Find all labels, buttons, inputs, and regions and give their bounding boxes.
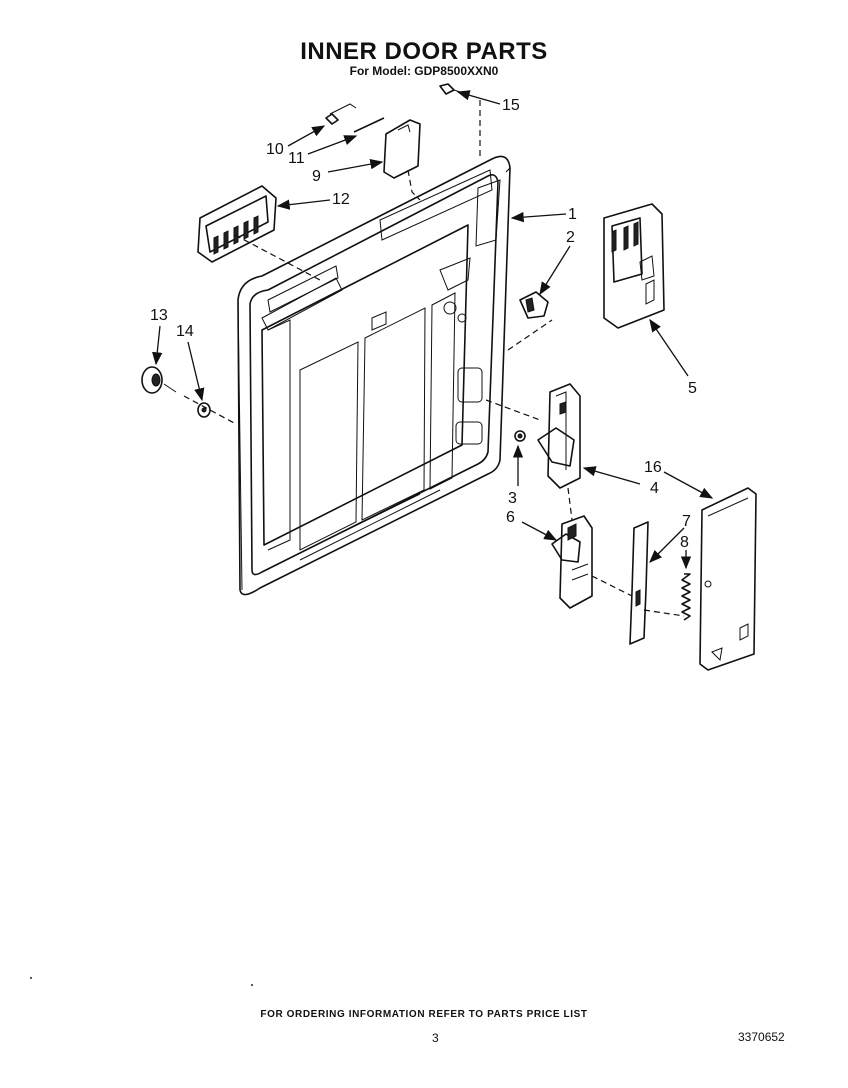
arrow-16 bbox=[663, 471, 714, 499]
arrow-10 bbox=[287, 125, 326, 147]
part-2 bbox=[519, 291, 549, 319]
wheel-13 bbox=[141, 366, 177, 394]
callout-5: 5 bbox=[688, 380, 697, 397]
document-number: 3370652 bbox=[738, 1030, 785, 1044]
leader-2 bbox=[507, 319, 553, 351]
arrow-9 bbox=[327, 159, 384, 173]
screw-10 bbox=[325, 103, 357, 125]
leader-8 bbox=[643, 609, 685, 617]
vent-cover bbox=[383, 119, 421, 179]
part-3 bbox=[514, 430, 526, 442]
inner-door-panel bbox=[237, 155, 511, 596]
leader-7 bbox=[591, 575, 637, 599]
callout-12: 12 bbox=[332, 191, 350, 208]
callout-4: 4 bbox=[650, 480, 659, 497]
callout-11: 11 bbox=[288, 150, 305, 167]
callout-13: 13 bbox=[150, 307, 168, 324]
arrow-13 bbox=[152, 325, 163, 366]
callout-6: 6 bbox=[506, 509, 515, 526]
callout-1: 1 bbox=[568, 206, 577, 223]
arrow-14 bbox=[187, 341, 205, 402]
part-7 bbox=[629, 521, 649, 645]
arrow-15 bbox=[456, 90, 501, 105]
arrow-12 bbox=[276, 199, 331, 210]
arrow-7 bbox=[649, 527, 685, 563]
part-6 bbox=[551, 515, 593, 609]
page-title: INNER DOOR PARTS bbox=[300, 38, 548, 65]
cover-panel-16 bbox=[699, 487, 757, 671]
callout-8: 8 bbox=[680, 534, 689, 551]
arrow-4 bbox=[582, 466, 641, 485]
leader-12 bbox=[234, 234, 321, 281]
leader-9 bbox=[407, 169, 421, 201]
callout-15: 15 bbox=[502, 97, 520, 114]
arrow-1 bbox=[510, 211, 567, 223]
arrow-5 bbox=[649, 318, 689, 377]
page-number: 3 bbox=[432, 1031, 439, 1045]
arrow-2 bbox=[539, 245, 571, 296]
rod-11 bbox=[353, 117, 385, 133]
ordering-note: FOR ORDERING INFORMATION REFER TO PARTS … bbox=[260, 1009, 588, 1020]
nut-14 bbox=[197, 402, 211, 418]
callout-14: 14 bbox=[176, 323, 194, 340]
scan-speck bbox=[251, 984, 253, 986]
model-subtitle: For Model: GDP8500XXN0 bbox=[349, 64, 499, 78]
latch-assembly bbox=[603, 203, 665, 329]
scan-speck bbox=[30, 977, 32, 979]
arrow-11 bbox=[307, 135, 358, 155]
callout-2: 2 bbox=[566, 229, 575, 246]
spring-8 bbox=[681, 573, 691, 621]
callout-9: 9 bbox=[312, 168, 321, 185]
callout-16: 16 bbox=[644, 459, 662, 476]
callout-3: 3 bbox=[508, 490, 517, 507]
callout-10: 10 bbox=[266, 141, 284, 158]
arrow-6 bbox=[521, 521, 558, 541]
callout-7: 7 bbox=[682, 513, 691, 530]
leader-6 bbox=[567, 487, 573, 521]
part-4 bbox=[537, 383, 581, 489]
